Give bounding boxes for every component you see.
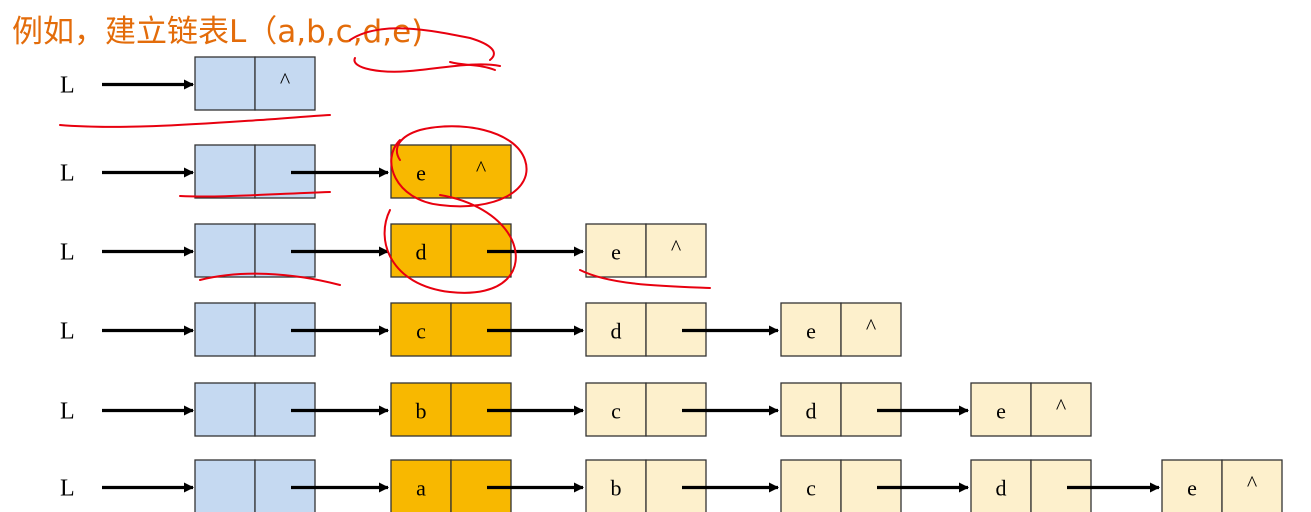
- list-node: c: [585, 382, 707, 437]
- list-node: e^: [1161, 459, 1283, 512]
- node-value-label: e: [996, 399, 1006, 424]
- red-annotation-stroke: [59, 114, 331, 128]
- list-node-data-cell: [585, 223, 647, 278]
- list-node: e^: [585, 223, 707, 278]
- node-value-label: a: [416, 476, 426, 501]
- null-pointer-symbol: ^: [866, 314, 877, 339]
- list-node-next-cell: [450, 144, 512, 199]
- list-node-data-cell: [1161, 459, 1223, 512]
- red-annotation-stroke: [349, 27, 495, 61]
- list-node: e^: [970, 382, 1092, 437]
- head-node-next-cell: [254, 56, 316, 111]
- null-pointer-symbol: ^: [1247, 471, 1258, 496]
- node-value-label: b: [416, 399, 427, 424]
- red-annotation-stroke: [383, 194, 517, 294]
- list-node-next-cell: [1221, 459, 1283, 512]
- red-annotation-stroke: [390, 125, 528, 208]
- node-value-label: e: [806, 319, 816, 344]
- list-node: e^: [780, 302, 902, 357]
- head-node-data-cell: [194, 223, 256, 278]
- list-node: d: [585, 302, 707, 357]
- null-pointer-symbol: ^: [671, 235, 682, 260]
- null-pointer-symbol: ^: [1056, 394, 1067, 419]
- red-annotation-stroke: [179, 191, 331, 198]
- list-node-data-cell: [390, 459, 452, 512]
- list-node-next-cell: [840, 302, 902, 357]
- list-node: b: [585, 459, 707, 512]
- node-value-label: e: [1187, 476, 1197, 501]
- list-row: L^: [60, 56, 316, 111]
- node-value-label: c: [416, 319, 426, 344]
- list-node-data-cell: [585, 302, 647, 357]
- head-pointer-label: L: [60, 161, 75, 187]
- head-pointer-label: L: [60, 73, 75, 99]
- list-node-data-cell: [390, 223, 452, 278]
- red-annotation-stroke: [579, 269, 711, 289]
- node-value-label: c: [611, 399, 621, 424]
- head-node-data-cell: [194, 382, 256, 437]
- red-annotation-stroke: [353, 57, 501, 73]
- head-pointer-label: L: [60, 476, 75, 502]
- list-node-next-cell: [645, 223, 707, 278]
- list-node-data-cell: [390, 144, 452, 199]
- red-annotation-stroke: [449, 61, 496, 71]
- node-value-label: e: [416, 161, 426, 186]
- list-node: c: [780, 459, 902, 512]
- head-node-data-cell: [194, 302, 256, 357]
- node-value-label: d: [611, 319, 622, 344]
- head-node-data-cell: [194, 56, 256, 111]
- head-pointer-label: L: [60, 399, 75, 425]
- list-node-data-cell: [585, 382, 647, 437]
- hand-annotations: [59, 27, 711, 294]
- node-value-label: e: [611, 240, 621, 265]
- head-pointer-label: L: [60, 240, 75, 266]
- head-node: ^: [194, 56, 316, 111]
- list-node: b: [390, 382, 512, 437]
- node-value-label: b: [611, 476, 622, 501]
- head-pointer-label: L: [60, 319, 75, 345]
- list-node-next-cell: [1030, 382, 1092, 437]
- red-annotation-stroke: [199, 272, 341, 286]
- head-node: [194, 144, 316, 199]
- list-node: e^: [390, 144, 512, 199]
- node-value-label: d: [416, 240, 427, 265]
- list-node-data-cell: [780, 302, 842, 357]
- head-node: [194, 223, 316, 278]
- null-pointer-symbol: ^: [280, 68, 291, 93]
- node-value-label: d: [996, 476, 1007, 501]
- head-node-data-cell: [194, 144, 256, 199]
- list-node-data-cell: [780, 382, 842, 437]
- list-node-data-cell: [390, 382, 452, 437]
- page-title: 例如，建立链表L（a,b,c,d,e): [12, 14, 424, 50]
- node-value-label: c: [806, 476, 816, 501]
- null-pointer-symbol: ^: [476, 156, 487, 181]
- node-value-label: d: [806, 399, 817, 424]
- list-node-data-cell: [970, 459, 1032, 512]
- head-node-data-cell: [194, 459, 256, 512]
